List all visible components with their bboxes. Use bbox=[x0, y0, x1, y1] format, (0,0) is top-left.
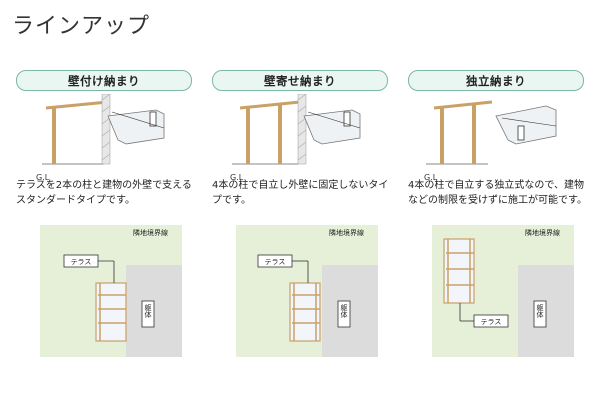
terrace-plan bbox=[95, 282, 127, 342]
lineup-item-wall-mounted: 壁付け納まり G.L テラスを2本の柱と建物の外壁で支えるスタンダードタイプです… bbox=[16, 70, 192, 390]
building-label: 躯体 bbox=[536, 303, 544, 319]
terrace-label: テラス bbox=[265, 258, 286, 266]
item-name-badge: 壁付け納まり bbox=[16, 70, 192, 91]
elevation-illustration: G.L bbox=[424, 100, 557, 182]
gl-label: G.L bbox=[36, 173, 50, 182]
boundary-label: 隣地境界線 bbox=[133, 228, 168, 237]
lineup-item-freestanding: 独立納まり G.L 4本の柱で自立する独立式なので、建物などの制限を受けずに施工… bbox=[408, 70, 587, 390]
item-description: 4本の柱で自立し外壁に固定しないタイプです。 bbox=[212, 180, 389, 206]
item-name-badge: 独立納まり bbox=[408, 70, 584, 91]
terrace-label: テラス bbox=[71, 258, 92, 266]
boundary-label: 隣地境界線 bbox=[329, 228, 364, 237]
item-description: 4本の柱で自立する独立式なので、建物などの制限を受けずに施工が可能です。 bbox=[408, 180, 587, 206]
item-description: テラスを2本の柱と建物の外壁で支えるスタンダードタイプです。 bbox=[16, 180, 192, 206]
elevation-illustration: G.L bbox=[36, 94, 165, 182]
post bbox=[52, 108, 56, 164]
boundary-label: 隣地境界線 bbox=[525, 228, 560, 237]
detail-callout bbox=[495, 105, 557, 145]
plan-diagram: テラス 隣地境界線 躯体 bbox=[236, 225, 378, 357]
lineup-item-wall-adjacent: 壁寄せ納まり G.L 4本の柱で自立し外壁に固定しないタイプです。 テラス bbox=[212, 70, 388, 390]
gl-label: G.L bbox=[424, 173, 438, 182]
gl-label: G.L bbox=[230, 173, 244, 182]
detail-callout bbox=[303, 109, 361, 145]
building-label: 躯体 bbox=[144, 303, 152, 319]
item-name-badge: 壁寄せ納まり bbox=[212, 70, 388, 91]
plan-diagram: テラス 隣地境界線 躯体 bbox=[40, 225, 182, 357]
terrace-label: テラス bbox=[481, 318, 502, 326]
detail-callout bbox=[107, 109, 165, 145]
page-title: ラインアップ bbox=[12, 14, 151, 39]
building-label: 躯体 bbox=[340, 303, 348, 319]
elevation-illustration: G.L bbox=[230, 94, 361, 182]
plan-diagram: テラス 隣地境界線 躯体 bbox=[432, 225, 574, 357]
